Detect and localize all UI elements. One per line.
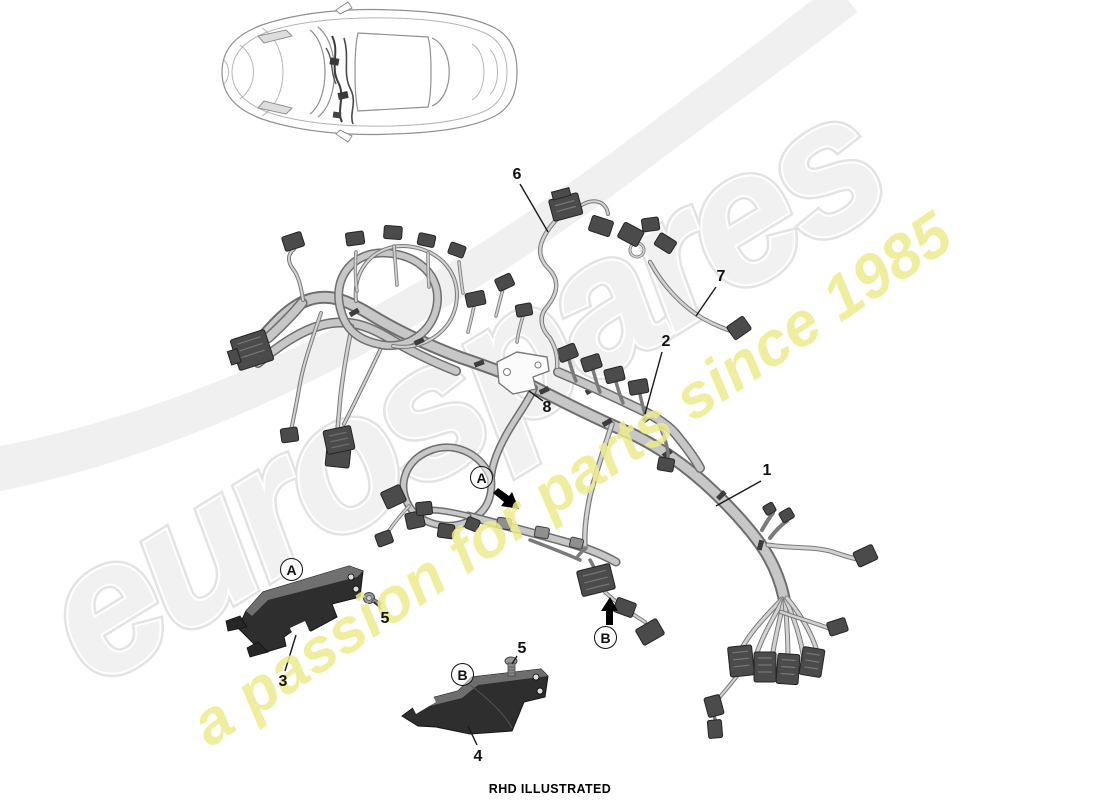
callout-1: 1 bbox=[762, 462, 772, 479]
callout-7: 7 bbox=[716, 268, 726, 285]
auxiliary-harness-6 bbox=[540, 186, 614, 367]
view-label-b-bracket: B bbox=[451, 663, 474, 686]
view-label-a-arrow: A bbox=[470, 466, 493, 489]
callout-8: 8 bbox=[542, 399, 552, 416]
callout-3: 3 bbox=[278, 673, 288, 690]
view-label-a-bracket: A bbox=[280, 558, 303, 581]
car-top-view bbox=[221, 1, 518, 143]
engine-harness-illustration bbox=[225, 186, 879, 739]
view-label-b-arrow: B bbox=[594, 626, 617, 649]
callout-leaders bbox=[284, 183, 762, 746]
bracket-3 bbox=[225, 565, 364, 658]
link-harness-7 bbox=[617, 216, 752, 341]
support-bracket-8 bbox=[496, 351, 550, 395]
callout-6: 6 bbox=[512, 166, 522, 183]
arrow-b bbox=[601, 597, 618, 625]
watermark-swoosh bbox=[0, 0, 858, 492]
car-mirrors bbox=[335, 1, 353, 143]
bracket-4 bbox=[401, 668, 549, 735]
rhd-note: RHD ILLUSTRATED bbox=[488, 782, 612, 796]
bolt-5b bbox=[504, 656, 518, 677]
car-side-vents bbox=[257, 29, 293, 115]
callout-2: 2 bbox=[661, 333, 671, 350]
arrow-a bbox=[493, 488, 519, 509]
injector-harness-2 bbox=[556, 342, 700, 473]
connectors bbox=[226, 225, 879, 739]
main-harness-1 bbox=[226, 225, 879, 739]
fanout-wires bbox=[712, 595, 819, 724]
bolt-5a bbox=[363, 592, 382, 607]
callout-5b: 5 bbox=[517, 640, 527, 657]
direction-arrows bbox=[493, 488, 618, 625]
callout-5a: 5 bbox=[380, 610, 390, 627]
callout-4: 4 bbox=[473, 748, 483, 765]
car-harness-location bbox=[325, 35, 355, 125]
